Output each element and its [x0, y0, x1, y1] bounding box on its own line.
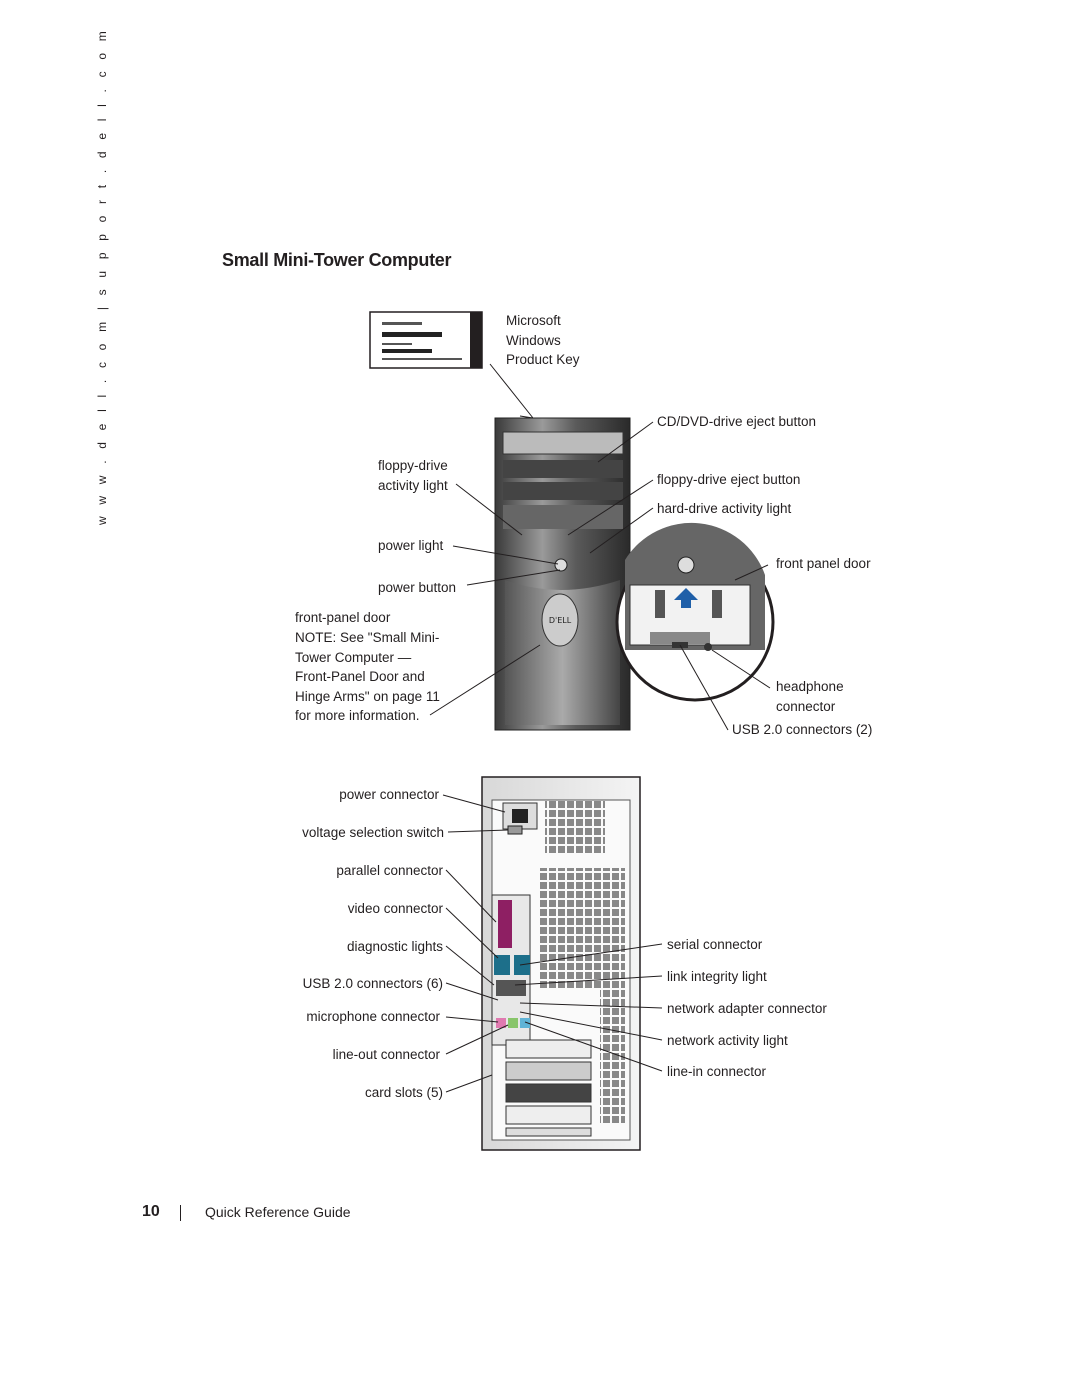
footer-divider [180, 1205, 181, 1221]
svg-text:DˈELL: DˈELL [549, 616, 572, 625]
label-microphone: microphone connector [306, 1009, 440, 1024]
note-text: NOTE: See "Small Mini-Tower Computer — F… [295, 630, 440, 723]
label-cd-eject: CD/DVD-drive eject button [657, 414, 817, 429]
label-card-slots: card slots (5) [364, 1085, 443, 1100]
label-link-integrity: link integrity light [667, 969, 767, 984]
label-front-panel-door-left: front-panel door [295, 610, 391, 625]
label-power-connector: power connector [339, 787, 439, 802]
tower-back [481, 776, 641, 1151]
page-title: Small Mini-Tower Computer [222, 250, 452, 270]
label-network-adapter: network adapter connector [667, 1001, 827, 1016]
label-power-light: power light [378, 538, 444, 553]
label-network-activity: network activity light [667, 1033, 788, 1048]
label-serial: serial connector [667, 937, 763, 952]
label-diagnostic: diagnostic lights [346, 939, 443, 954]
label-parallel: parallel connector [336, 863, 443, 878]
label-floppy-activity: floppy-drive activity light [378, 458, 448, 493]
label-power-button: power button [378, 580, 457, 595]
page-number: 10 [142, 1203, 160, 1220]
label-usb-back: USB 2.0 connectors (6) [302, 976, 443, 991]
label-hd-activity: hard-drive activity light [657, 501, 792, 516]
label-line-in: line-in connector [667, 1064, 767, 1079]
label-product-key: Microsoft Windows Product Key [506, 313, 580, 367]
tower-front: DˈELL [494, 417, 631, 731]
label-voltage-switch: voltage selection switch [302, 825, 444, 840]
label-floppy-eject: floppy-drive eject button [657, 472, 801, 487]
front-panel-zoom [615, 522, 775, 702]
leader-lines [429, 421, 771, 1093]
label-usb-front: USB 2.0 connectors (2) [732, 722, 873, 737]
label-front-panel-door-right: front panel door [776, 556, 871, 571]
product-key-label [369, 311, 535, 419]
label-headphone: headphone connector [776, 679, 844, 714]
label-video: video connector [347, 901, 443, 916]
footer-guide-title: Quick Reference Guide [205, 1204, 351, 1220]
label-line-out: line-out connector [332, 1047, 440, 1062]
